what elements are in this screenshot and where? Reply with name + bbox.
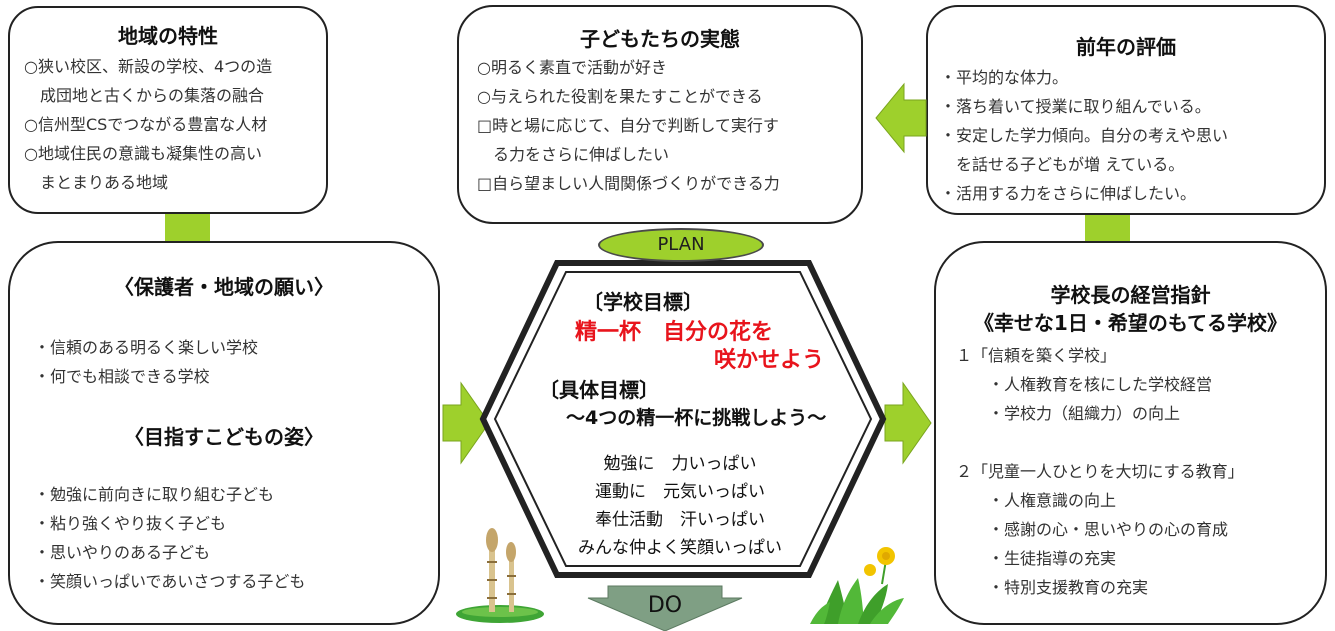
wishes-lines: ・信頼のある明るく楽しい学校 ・何でも相談できる学校	[34, 333, 258, 391]
specific-goal-item: 勉強に 力いっぱい	[603, 454, 757, 474]
principal-line: ・学校力（組織力）の向上	[956, 404, 1181, 423]
evaluation-line: ・活用する力をさらに伸ばしたい。	[940, 184, 1197, 203]
region-line: 成団地と古くからの集落の融合	[24, 86, 265, 105]
specific-goal-subtitle: ～4つの精一杯に挑戦しよう～	[566, 407, 827, 429]
evaluation-title: 前年の評価	[1076, 35, 1176, 59]
evaluation-line: ・安定した学力傾向。自分の考えや思い	[940, 126, 1229, 145]
wishes-line: ・何でも相談できる学校	[34, 367, 210, 386]
specific-goal-heading: 〔具体目標〕	[539, 378, 659, 402]
wishes-line: ・信頼のある明るく楽しい学校	[34, 338, 259, 357]
school-goal-line-2: 咲かせよう	[714, 348, 825, 373]
school-goal-hexagon	[479, 260, 887, 578]
ideal-child-line: ・粘り強くやり抜く子ども	[34, 514, 227, 533]
principal-line: ・特別支援教育の充実	[956, 578, 1149, 597]
region-line: まとまりある地域	[24, 173, 169, 192]
arrow-center-to-principal	[884, 381, 932, 465]
principal-policy-box: 学校長の経営指針 《幸せな1日・希望のもてる学校》 １「信頼を築く学校」 ・人権…	[934, 241, 1327, 625]
children-lines: ○明るく素直で活動が好き ○与えられた役割を果たすことができる □時と場に応じて…	[477, 53, 780, 198]
specific-goal-item: 奉仕活動 汗いっぱい	[595, 510, 765, 530]
evaluation-line: を話せる子どもが増 えている。	[940, 155, 1185, 174]
region-characteristics-box: 地域の特性 ○狭い校区、新設の学校、4つの造 成団地と古くからの集落の融合 ○信…	[8, 6, 328, 214]
do-arrow	[587, 585, 743, 631]
school-goal-line-1: 精一杯 自分の花を	[575, 320, 774, 345]
evaluation-line: ・平均的な体力。	[940, 68, 1069, 87]
wishes-box: 〈保護者・地域の願い〉 ・信頼のある明るく楽しい学校 ・何でも相談できる学校 〈…	[8, 241, 440, 625]
wishes-title: 〈保護者・地域の願い〉	[114, 275, 334, 299]
principal-lines: １「信頼を築く学校」 ・人権教育を核にした学校経営 ・学校力（組織力）の向上 ２…	[956, 341, 1244, 602]
region-line: ○信州型CSでつながる豊富な人材	[24, 115, 268, 134]
ideal-child-line: ・勉強に前向きに取り組む子ども	[34, 485, 275, 504]
children-line: る力をさらに伸ばしたい	[477, 145, 670, 164]
connector-region-to-wishes	[165, 212, 210, 242]
principal-line	[956, 428, 1244, 457]
principal-subtitle: 《幸せな1日・希望のもてる学校》	[973, 311, 1288, 335]
school-goal-heading: 〔学校目標〕	[583, 290, 703, 314]
specific-goal-item: 運動に 元気いっぱい	[595, 482, 765, 502]
region-line: ○地域住民の意識も凝集性の高い	[24, 144, 262, 163]
specific-goal-item: みんな仲よく笑顔いっぱい	[578, 538, 782, 558]
arrow-evaluation-to-children	[875, 82, 927, 154]
region-title: 地域の特性	[118, 24, 218, 48]
principal-line: ２「児童一人ひとりを大切にする教育」	[956, 462, 1244, 481]
children-line: □時と場に応じて、自分で判断して実行す	[477, 116, 779, 135]
do-label: DO	[647, 593, 683, 618]
children-line: ○与えられた役割を果たすことができる	[477, 87, 763, 106]
principal-line: ・感謝の心・思いやりの心の育成	[956, 520, 1229, 539]
plan-label: PLAN	[598, 228, 764, 262]
children-line: □自ら望ましい人間関係づくりができる力	[477, 174, 780, 193]
dandelion-illustration	[810, 547, 904, 624]
principal-line: １「信頼を築く学校」	[956, 346, 1117, 365]
children-title: 子どもたちの実態	[580, 27, 740, 51]
ideal-child-line: ・思いやりのある子ども	[34, 543, 211, 562]
evaluation-line: ・落ち着いて授業に取り組んでいる。	[940, 97, 1211, 116]
arrow-wishes-to-center	[442, 381, 490, 465]
previous-year-evaluation-box: 前年の評価 ・平均的な体力。 ・落ち着いて授業に取り組んでいる。 ・安定した学力…	[926, 5, 1326, 215]
region-line: ○狭い校区、新設の学校、4つの造	[24, 57, 273, 76]
principal-line: ・生徒指導の充実	[956, 549, 1117, 568]
children-line: ○明るく素直で活動が好き	[477, 58, 667, 77]
principal-line: ・人権意識の向上	[956, 491, 1117, 510]
children-status-box: 子どもたちの実態 ○明るく素直で活動が好き ○与えられた役割を果たすことができる…	[457, 5, 863, 224]
evaluation-lines: ・平均的な体力。 ・落ち着いて授業に取り組んでいる。 ・安定した学力傾向。自分の…	[940, 63, 1228, 208]
principal-title: 学校長の経営指針	[1050, 283, 1211, 307]
specific-goal-items: 勉強に 力いっぱい 運動に 元気いっぱい 奉仕活動 汗いっぱい みんな仲よく笑顔…	[530, 450, 830, 562]
ideal-child-lines: ・勉強に前向きに取り組む子ども ・粘り強くやり抜く子ども ・思いやりのある子ども…	[34, 480, 305, 596]
connector-evaluation-to-principal	[1085, 213, 1130, 243]
ideal-child-title: 〈目指すこどもの姿〉	[124, 425, 324, 449]
region-lines: ○狭い校区、新設の学校、4つの造 成団地と古くからの集落の融合 ○信州型CSでつ…	[24, 52, 272, 197]
principal-line: ・人権教育を核にした学校経営	[956, 375, 1213, 394]
horsetail-illustration	[456, 528, 544, 623]
ideal-child-line: ・笑顔いっぱいであいさつする子ども	[34, 572, 306, 591]
